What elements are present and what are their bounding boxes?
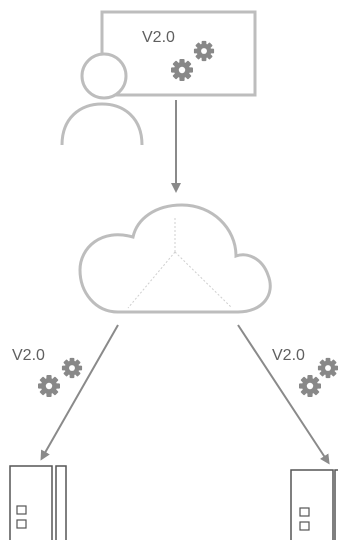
- left-version-label: V2.0: [12, 347, 45, 364]
- source-node: V2.0: [60, 10, 257, 146]
- source-version-label: V2.0: [142, 29, 175, 46]
- cloud-dashed-line: [127, 251, 176, 309]
- gear-icon: [299, 375, 321, 397]
- user-icon: [60, 52, 144, 146]
- gear-icon: [61, 357, 83, 379]
- gear-icon: [317, 357, 338, 379]
- gear-icon: [193, 40, 215, 62]
- cloud-dashed-line: [174, 251, 233, 309]
- device-icon: [290, 469, 338, 540]
- gear-icon: [38, 375, 60, 397]
- device-icon: [9, 465, 67, 540]
- right-version-label: V2.0: [272, 347, 305, 364]
- cloud-icon: [78, 203, 272, 314]
- arrow-icon: [237, 324, 330, 465]
- gear-icon: [171, 59, 193, 81]
- source-gears-icon: [171, 40, 215, 81]
- arrow-icon: [40, 324, 119, 461]
